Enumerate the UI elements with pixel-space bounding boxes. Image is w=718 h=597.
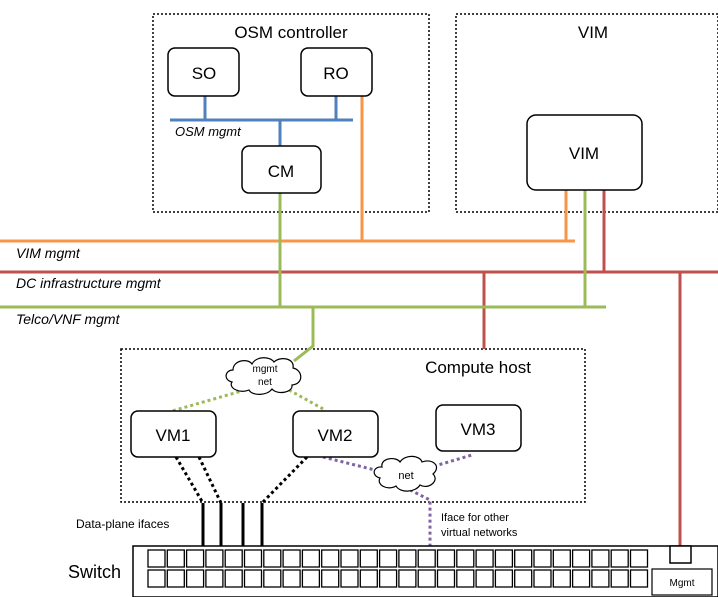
mgmt-port-box xyxy=(651,568,713,596)
net-label: net xyxy=(398,470,413,482)
switch-port xyxy=(494,549,514,568)
vim-node-label: VIM xyxy=(569,144,599,163)
iface-other-label-1: Iface for other xyxy=(441,512,509,524)
switch-port xyxy=(436,549,456,568)
vm1-node: VM1 xyxy=(130,410,217,458)
vim-region-title: VIM xyxy=(578,23,608,42)
vm1-label: VM1 xyxy=(156,426,191,445)
mgmt-port-label: Mgmt xyxy=(670,578,695,589)
switch-port xyxy=(456,569,475,588)
switch-port xyxy=(185,569,205,588)
switch-ports xyxy=(147,549,649,588)
switch-port xyxy=(475,549,494,568)
vim-node: VIM xyxy=(526,114,643,191)
switch-port xyxy=(301,569,321,588)
switch-port xyxy=(436,569,456,588)
switch-port xyxy=(514,569,533,588)
ro-label: RO xyxy=(323,64,349,83)
switch-port xyxy=(282,549,301,568)
so-node: SO xyxy=(167,47,240,97)
dc-infra-mgmt-label: DC infrastructure mgmt xyxy=(16,275,162,291)
switch-port xyxy=(629,549,649,568)
switch-port xyxy=(417,569,436,588)
vim-region-box xyxy=(455,13,718,213)
switch-port xyxy=(417,549,436,568)
ro-node: RO xyxy=(300,47,373,97)
vm3-node: VM3 xyxy=(435,404,522,452)
iface-other-label-2: virtual networks xyxy=(441,527,518,539)
data-plane-links xyxy=(174,455,309,505)
switch-port xyxy=(340,549,359,568)
switch-port xyxy=(456,549,475,568)
switch-port xyxy=(321,569,340,588)
switch-port xyxy=(378,549,398,568)
data-plane-label: Data-plane ifaces xyxy=(76,517,169,531)
mgmt-net-cloud: mgmt net xyxy=(225,357,302,395)
switch-port xyxy=(610,569,629,588)
mgmt-net-label-2: net xyxy=(258,377,272,388)
net-cloud: net xyxy=(373,455,438,492)
switch-port xyxy=(205,569,224,588)
mgmt-net-label-1: mgmt xyxy=(253,364,278,375)
mgmt-port xyxy=(669,545,692,564)
switch-port xyxy=(166,549,185,568)
switch-port xyxy=(571,549,591,568)
switch-port xyxy=(533,569,552,588)
switch-port xyxy=(571,569,591,588)
vim-mgmt-label: VIM mgmt xyxy=(16,245,81,261)
vm2-node: VM2 xyxy=(292,410,379,458)
switch-port xyxy=(359,549,378,568)
switch-port xyxy=(378,569,398,588)
switch-port xyxy=(494,569,514,588)
switch-port xyxy=(147,549,166,568)
osm-controller-title: OSM controller xyxy=(234,23,348,42)
switch-port xyxy=(610,549,629,568)
dc-infra-mgmt-network xyxy=(0,190,718,546)
switch-port xyxy=(552,569,571,588)
vm2-label: VM2 xyxy=(318,426,353,445)
switch-port xyxy=(398,569,417,588)
so-label: SO xyxy=(192,64,217,83)
switch-port xyxy=(321,549,340,568)
switch-port xyxy=(514,549,533,568)
switch-port xyxy=(263,569,282,588)
switch-port xyxy=(243,549,263,568)
telco-vnf-mgmt-label: Telco/VNF mgmt xyxy=(16,311,121,327)
switch-port xyxy=(243,569,263,588)
switch-port xyxy=(263,549,282,568)
switch-port xyxy=(591,549,610,568)
switch-port xyxy=(340,569,359,588)
switch-port xyxy=(359,569,378,588)
switch-port xyxy=(591,569,610,588)
cm-label: CM xyxy=(268,162,294,181)
switch-port xyxy=(282,569,301,588)
compute-host-box xyxy=(120,348,586,503)
switch-port xyxy=(147,569,166,588)
switch-port xyxy=(205,549,224,568)
switch-label: Switch xyxy=(68,562,121,582)
osm-mgmt-network xyxy=(170,96,353,146)
switch-port xyxy=(224,569,243,588)
compute-host-title: Compute host xyxy=(425,358,531,377)
switch-port xyxy=(475,569,494,588)
switch-port xyxy=(398,549,417,568)
osm-mgmt-label: OSM mgmt xyxy=(175,124,242,139)
switch-port xyxy=(166,569,185,588)
telco-vnf-mgmt-network xyxy=(0,190,606,363)
switch-port xyxy=(224,549,243,568)
mgmt-net-links xyxy=(171,388,326,413)
cm-node: CM xyxy=(241,145,322,194)
switch-port xyxy=(552,549,571,568)
switch-port xyxy=(301,549,321,568)
data-plane-ifaces xyxy=(201,503,264,546)
vm3-label: VM3 xyxy=(461,420,496,439)
switch-port xyxy=(629,569,649,588)
osm-controller-box xyxy=(152,13,430,213)
switch-port xyxy=(533,549,552,568)
switch-port xyxy=(185,549,205,568)
